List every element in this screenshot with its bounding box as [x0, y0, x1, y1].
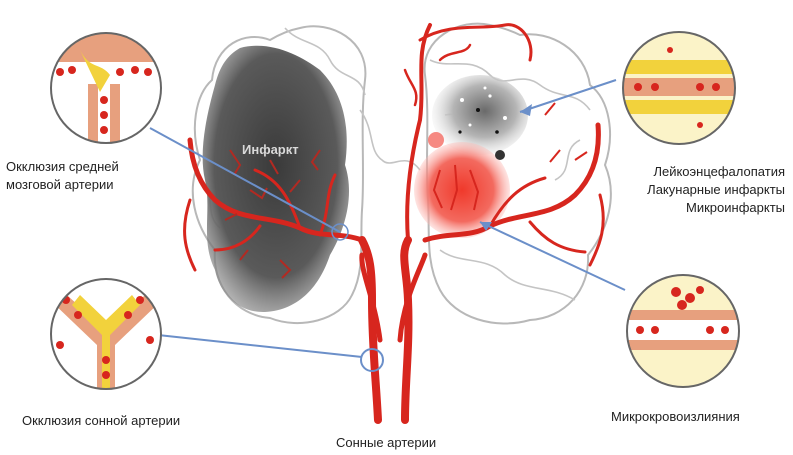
- leukoencephalopathy-region: [432, 75, 528, 155]
- carotid-arteries-label: Сонные артерии: [336, 434, 436, 452]
- magnifier-circle-icon: [50, 32, 162, 144]
- microinfarcts-text: Микроинфаркты: [647, 199, 785, 217]
- mca-occlusion-line-1: Окклюзия средней: [6, 158, 119, 176]
- leukoencephalopathy-text: Лейкоэнцефалопатия: [647, 163, 785, 181]
- microbleeds-label: Микрокровоизлияния: [611, 408, 740, 426]
- mca-occlusion-line-2: мозговой артерии: [6, 176, 119, 194]
- magnifier-circle-icon: [626, 274, 740, 388]
- magnifier-circle-icon: [50, 278, 162, 390]
- lacunar-infarcts-text: Лакунарные инфаркты: [647, 181, 785, 199]
- infarct-label: Инфаркт: [242, 142, 299, 157]
- microbleed-dark-spot: [495, 150, 505, 160]
- carotid-occlusion-label: Окклюзия сонной артерии: [22, 412, 180, 430]
- small-vessel-disease-label: Лейкоэнцефалопатия Лакунарные инфаркты М…: [647, 163, 785, 217]
- magnifier-circle-icon: [622, 31, 736, 145]
- mca-occlusion-label: Окклюзия средней мозговой артерии: [6, 158, 119, 194]
